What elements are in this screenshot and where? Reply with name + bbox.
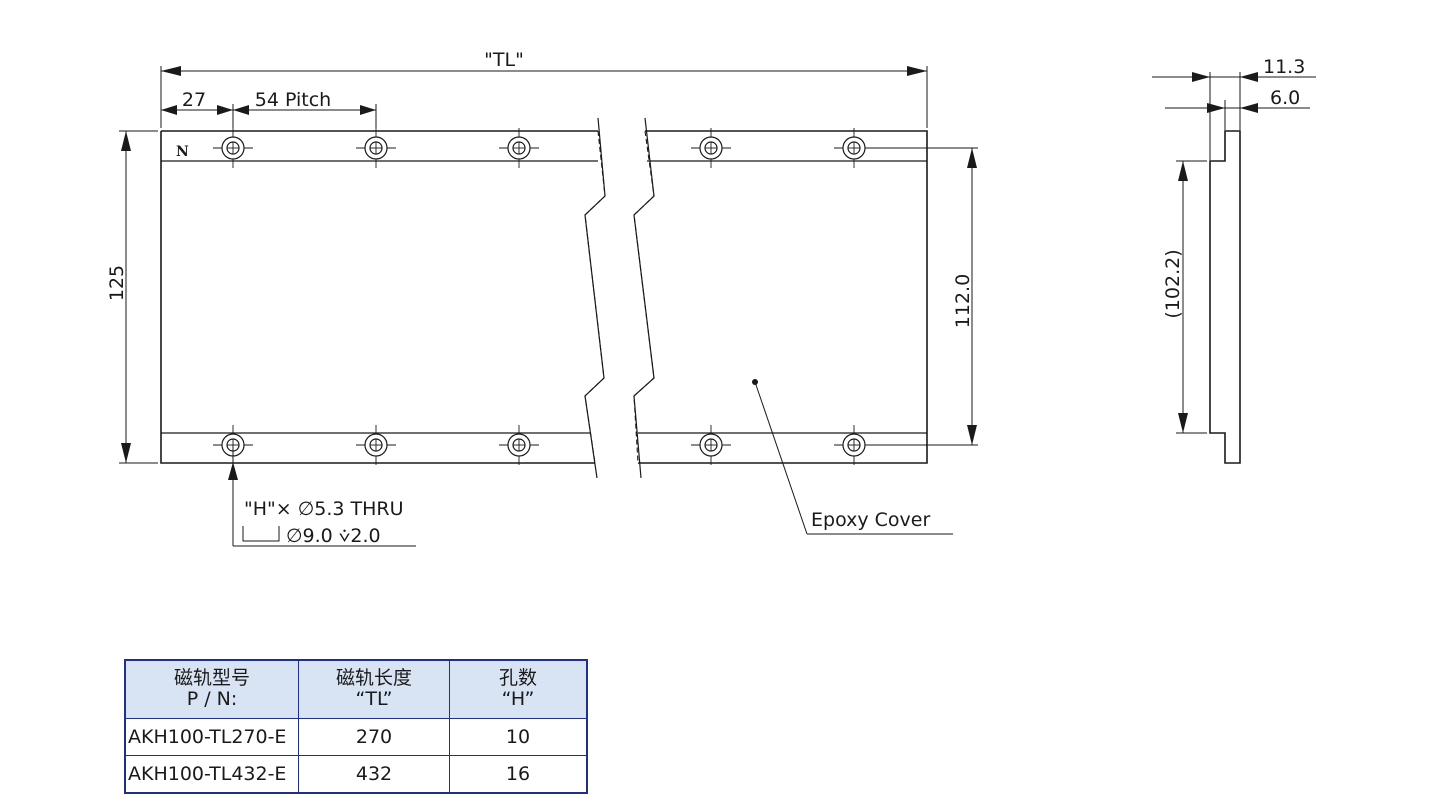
hole-note-line1: "H"× ∅5.3 THRU	[244, 498, 404, 520]
header-hole-count-line2: “H”	[501, 688, 535, 710]
mounting-hole	[499, 128, 539, 168]
table-row: AKH100-TL270-E 270 10	[124, 718, 588, 756]
dimension-tl: "TL"	[160, 49, 928, 128]
mounting-hole	[356, 128, 396, 168]
mounting-holes	[213, 128, 874, 465]
dimension-102-2: (102.2)	[1162, 160, 1207, 434]
header-length: 磁轨长度 “TL”	[298, 659, 450, 719]
cell-hole-count: 10	[449, 718, 588, 756]
magnet-rail-front-view	[160, 117, 928, 479]
epoxy-cover-label: Epoxy Cover	[811, 509, 930, 531]
hole-note-line2: ∅9.0 ⩒2.0	[286, 525, 381, 547]
dimension-54-pitch: 54 Pitch	[233, 89, 376, 115]
header-part-number-line1: 磁轨型号	[173, 667, 250, 689]
dimension-125: 125	[106, 130, 158, 464]
dimension-125-label: 125	[106, 265, 128, 301]
dimension-11-3-label: 11.3	[1263, 56, 1305, 78]
mounting-hole	[356, 425, 396, 465]
mounting-hole	[213, 128, 253, 168]
header-part-number: 磁轨型号 P / N:	[124, 659, 299, 719]
dimension-112: 112.0	[874, 147, 978, 446]
mounting-hole	[691, 128, 731, 168]
mounting-hole	[834, 425, 874, 465]
mounting-hole	[691, 425, 731, 465]
dimension-11-3: 11.3	[1152, 56, 1316, 82]
magnet-rail-side-view	[1209, 72, 1241, 464]
dimension-6-0: 6.0	[1165, 87, 1310, 113]
mounting-hole	[834, 128, 874, 168]
dimension-27: 27	[161, 89, 377, 128]
dimension-27-label: 27	[182, 89, 206, 111]
cell-length: 432	[298, 755, 450, 794]
header-part-number-line2: P / N:	[186, 688, 238, 710]
header-length-line1: 磁轨长度	[335, 667, 412, 689]
cell-part-number: AKH100-TL432-E	[124, 755, 299, 794]
cell-part-number: AKH100-TL270-E	[124, 718, 299, 756]
dimension-102-2-label: (102.2)	[1162, 249, 1184, 318]
table-row: AKH100-TL432-E 432 16	[124, 755, 588, 794]
cell-length: 270	[298, 718, 450, 756]
epoxy-cover-callout: Epoxy Cover	[752, 379, 953, 535]
header-hole-count: 孔数 “H”	[449, 659, 588, 719]
dimension-pitch-label: 54 Pitch	[255, 89, 331, 111]
technical-drawing: N	[106, 49, 1316, 547]
north-pole-mark: N	[176, 144, 189, 160]
mounting-hole	[499, 425, 539, 465]
spec-table: 磁轨型号 P / N: 磁轨长度 “TL” 孔数 “H” AKH100-TL27…	[124, 659, 588, 794]
dimension-6-0-label: 6.0	[1270, 87, 1300, 109]
cell-hole-count: 16	[449, 755, 588, 794]
dimension-112-label: 112.0	[952, 274, 974, 328]
dimension-tl-label: "TL"	[484, 49, 524, 71]
header-hole-count-line1: 孔数	[498, 667, 537, 689]
header-length-line2: “TL”	[355, 688, 393, 710]
table-header-row: 磁轨型号 P / N: 磁轨长度 “TL” 孔数 “H”	[124, 659, 588, 719]
hole-callout: "H"× ∅5.3 THRU ∅9.0 ⩒2.0	[228, 445, 416, 547]
